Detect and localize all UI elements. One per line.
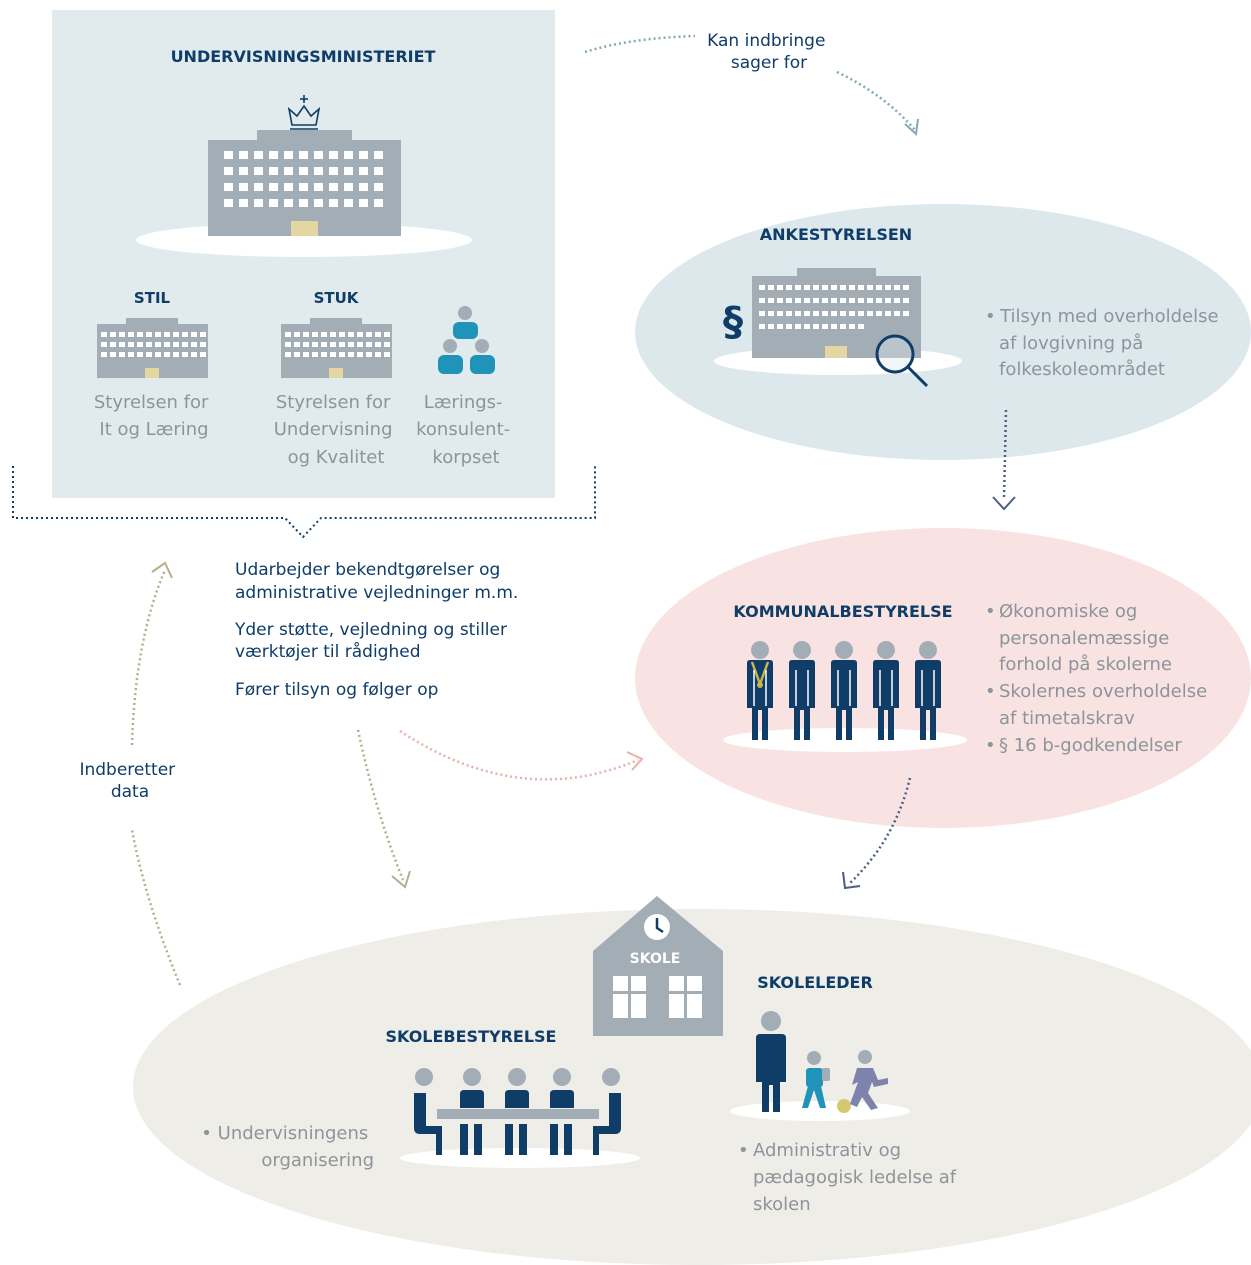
clock-icon	[644, 914, 670, 940]
skoleleder-bullet-1: •Administrativ og pædagogisk ledelse af …	[738, 1140, 962, 1215]
ministry-school-arrowhead	[391, 870, 411, 889]
korps-people-icon	[438, 306, 495, 374]
ministry-duty-1: Udarbejder bekendtgørelser og administra…	[235, 560, 518, 603]
ankestyrelsen-building-icon	[714, 268, 962, 375]
school-area	[133, 909, 1251, 1265]
kommune-school-arrow	[849, 777, 912, 884]
ankestyrelsen-bullet-1: •Tilsyn med overholdelse af lovgivning p…	[985, 306, 1224, 380]
ministry-kommune-arrowhead	[626, 751, 644, 771]
ankestyrelsen-area	[635, 204, 1251, 460]
skolebestyrelse-title: SKOLEBESTYRELSE	[386, 1027, 557, 1046]
magnifier-icon	[875, 334, 929, 388]
appeal-arrow-end	[836, 70, 916, 131]
paragraph-icon: §	[723, 299, 743, 345]
report-arrowhead	[151, 561, 173, 579]
report-label: Indberetter data	[79, 760, 180, 802]
korps-name: Lærings- konsulent- korpset	[416, 392, 516, 468]
appeal-arrow-start	[584, 34, 696, 54]
school-board-icon	[400, 1068, 640, 1168]
appeal-label: Kan indbringe sager for	[707, 31, 831, 73]
kommune-school-arrowhead	[842, 871, 861, 890]
ankestyrelsen-kommune-arrow	[1002, 409, 1008, 501]
skolebestyrelse-bullet-1: • Undervisningens organisering	[201, 1123, 374, 1171]
kommune-title: KOMMUNALBESTYRELSE	[733, 602, 952, 621]
stil-title: STIL	[134, 289, 171, 307]
ministry-kommune-arrow	[399, 729, 639, 781]
appeal-arrowhead	[904, 118, 919, 137]
crown-icon	[287, 95, 321, 130]
skoleleder-title: SKOLELEDER	[757, 973, 873, 992]
ministry-building-icon	[136, 130, 472, 257]
kommune-bullet-2: •Skolernes overholdelse af timetalskrav	[985, 681, 1213, 729]
ankestyrelsen-kommune-arrowhead	[992, 496, 1016, 511]
ministry-school-arrow	[356, 729, 405, 881]
kommune-area	[635, 528, 1251, 828]
stuk-building-icon	[281, 318, 392, 378]
stil-building-icon	[97, 318, 208, 378]
report-arrow-upper	[130, 569, 167, 746]
report-arrow-lower	[130, 829, 182, 986]
ministry-duty-3: Fører tilsyn og følger op	[235, 680, 438, 700]
ministry-bracket	[12, 464, 596, 539]
kommune-bullet-1: •Økonomiske og personalemæssige forhold …	[985, 601, 1175, 675]
kommune-bullet-3: •§ 16 b-godkendelser	[985, 735, 1182, 756]
ministry-title: UNDERVISNINGSMINISTERIET	[171, 47, 436, 66]
school-leader-icon	[730, 1011, 910, 1121]
stuk-name: Styrelsen for Undervisning og Kvalitet	[274, 392, 399, 468]
stil-name: Styrelsen for It og Læring	[94, 392, 214, 440]
council-members-icon	[723, 641, 967, 752]
ankestyrelsen-title: ANKESTYRELSEN	[760, 225, 912, 244]
school-building-icon: SKOLE	[593, 896, 723, 1036]
stuk-title: STUK	[314, 289, 360, 307]
school-building-label: SKOLE	[630, 951, 681, 967]
ministry-duty-2: Yder støtte, vejledning og stiller værkt…	[234, 620, 512, 662]
